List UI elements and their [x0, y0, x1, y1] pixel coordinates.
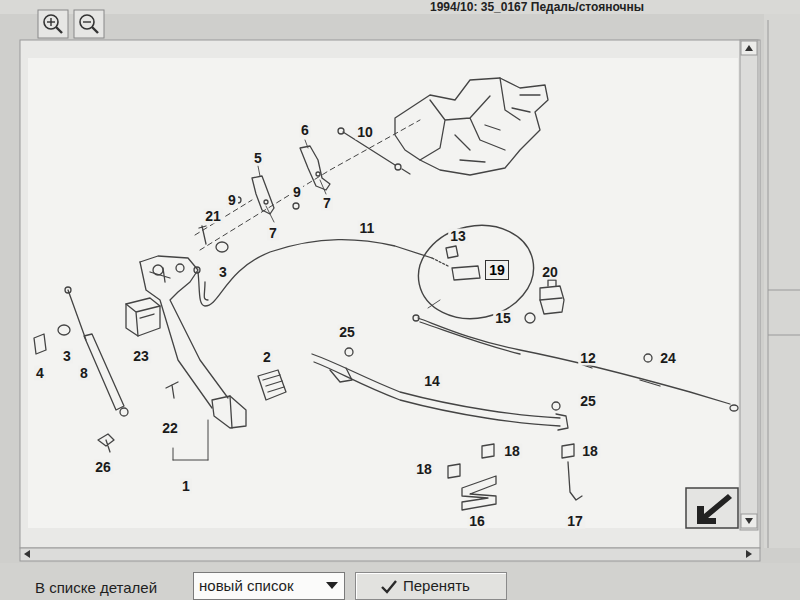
- callout-box: 19: [485, 260, 509, 280]
- callout-number: 26: [93, 460, 113, 475]
- callout-number: 18: [414, 462, 434, 477]
- control-text: Перенять: [403, 577, 470, 595]
- callout-number: 1: [180, 479, 192, 494]
- callout-number: 16: [467, 514, 487, 529]
- callout-number: 10: [355, 125, 375, 140]
- callout-number: 18: [580, 444, 600, 459]
- dropdown: новый список: [193, 572, 345, 600]
- callout-number: 5: [252, 151, 264, 166]
- status-label: В списке деталей: [35, 579, 157, 597]
- callout-number: 8: [78, 366, 90, 381]
- callout-number: 9: [226, 193, 238, 208]
- callout-number: 20: [540, 265, 560, 280]
- callout-number: 24: [658, 351, 678, 366]
- callout-number: 6: [299, 123, 311, 138]
- callout-number: 25: [337, 325, 357, 340]
- check-icon: [380, 578, 398, 596]
- callout-number: 7: [321, 196, 333, 211]
- callout-number: 2: [261, 350, 273, 365]
- push-button: Перенять: [355, 572, 507, 600]
- callout-number: 22: [160, 421, 180, 436]
- window-title: 1994/10: 35_0167 Педаль/стояночны: [430, 1, 644, 14]
- callout-number: 3: [217, 265, 229, 280]
- callout-number: 7: [267, 226, 279, 241]
- callout-number: 4: [34, 366, 46, 381]
- callout-number: 14: [422, 374, 442, 389]
- callout-number: 15: [493, 311, 513, 326]
- callout-number: 19: [489, 262, 505, 278]
- callout-number: 12: [578, 351, 598, 366]
- callout-number: 25: [578, 394, 598, 409]
- callout-number: 11: [358, 221, 377, 236]
- callout-number: 13: [448, 229, 468, 244]
- callout-number: 18: [502, 444, 522, 459]
- dropdown-arrow: [324, 578, 340, 594]
- callout-number: 23: [131, 349, 151, 364]
- callout-number: 9: [291, 185, 303, 200]
- callout-number: 3: [61, 349, 73, 364]
- control-text: новый список: [199, 577, 294, 595]
- callout-number: 21: [203, 209, 223, 224]
- callout-number: 17: [565, 514, 585, 529]
